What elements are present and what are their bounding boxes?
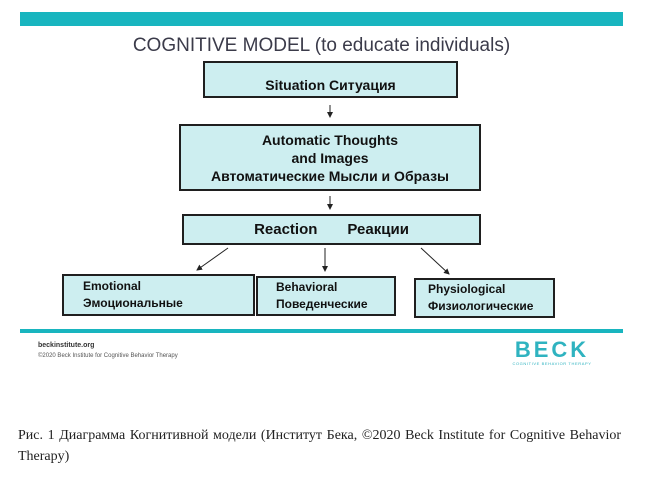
automatic-thoughts-box: Automatic Thoughts and Images Автоматиче… (179, 124, 481, 191)
thoughts-line-1: Automatic Thoughts (261, 131, 399, 148)
footer-url: beckinstitute.org (38, 342, 95, 349)
thoughts-line-2: and Images (291, 149, 369, 166)
thoughts-line-3: Автоматические Мысли и Образы (210, 167, 450, 184)
emotional-box: Emotional Эмоциональные (62, 274, 255, 316)
emotional-label-en: Emotional (83, 279, 142, 293)
slide-title: COGNITIVE MODEL (to educate individuals) (132, 35, 511, 56)
situation-box: Situation Ситуация (203, 61, 458, 98)
behavioral-box: Behavioral Поведенческие (256, 276, 396, 316)
behavioral-label-en: Behavioral (276, 280, 338, 294)
behavioral-label-ru: Поведенческие (276, 297, 368, 311)
emotional-label-ru: Эмоциональные (83, 296, 183, 310)
figure-caption: Рис. 1 Диаграмма Когнитивной модели (Инс… (18, 428, 621, 464)
physiological-label-ru: Физиологические (428, 299, 534, 313)
physiological-label-en: Physiological (428, 282, 506, 296)
logo-word: BECK (514, 337, 590, 362)
reaction-label-en: Reaction (254, 221, 318, 238)
reaction-box: Reaction Реакции (182, 214, 481, 245)
arrow-reaction-to-emotional (196, 247, 229, 271)
arrow-reaction-to-physiological (420, 247, 450, 275)
beck-logo: BECK COGNITIVE BEHAVIOR THERAPY (510, 339, 594, 367)
situation-label: Situation Ситуация (265, 77, 396, 93)
reaction-label-ru: Реакции (347, 221, 409, 238)
footer-copyright: ©2020 Beck Institute for Cognitive Behav… (38, 353, 178, 359)
top-accent-bar (20, 12, 623, 26)
bottom-accent-bar (20, 329, 623, 333)
physiological-box: Physiological Физиологические (414, 278, 555, 318)
logo-tagline: COGNITIVE BEHAVIOR THERAPY (512, 361, 592, 366)
